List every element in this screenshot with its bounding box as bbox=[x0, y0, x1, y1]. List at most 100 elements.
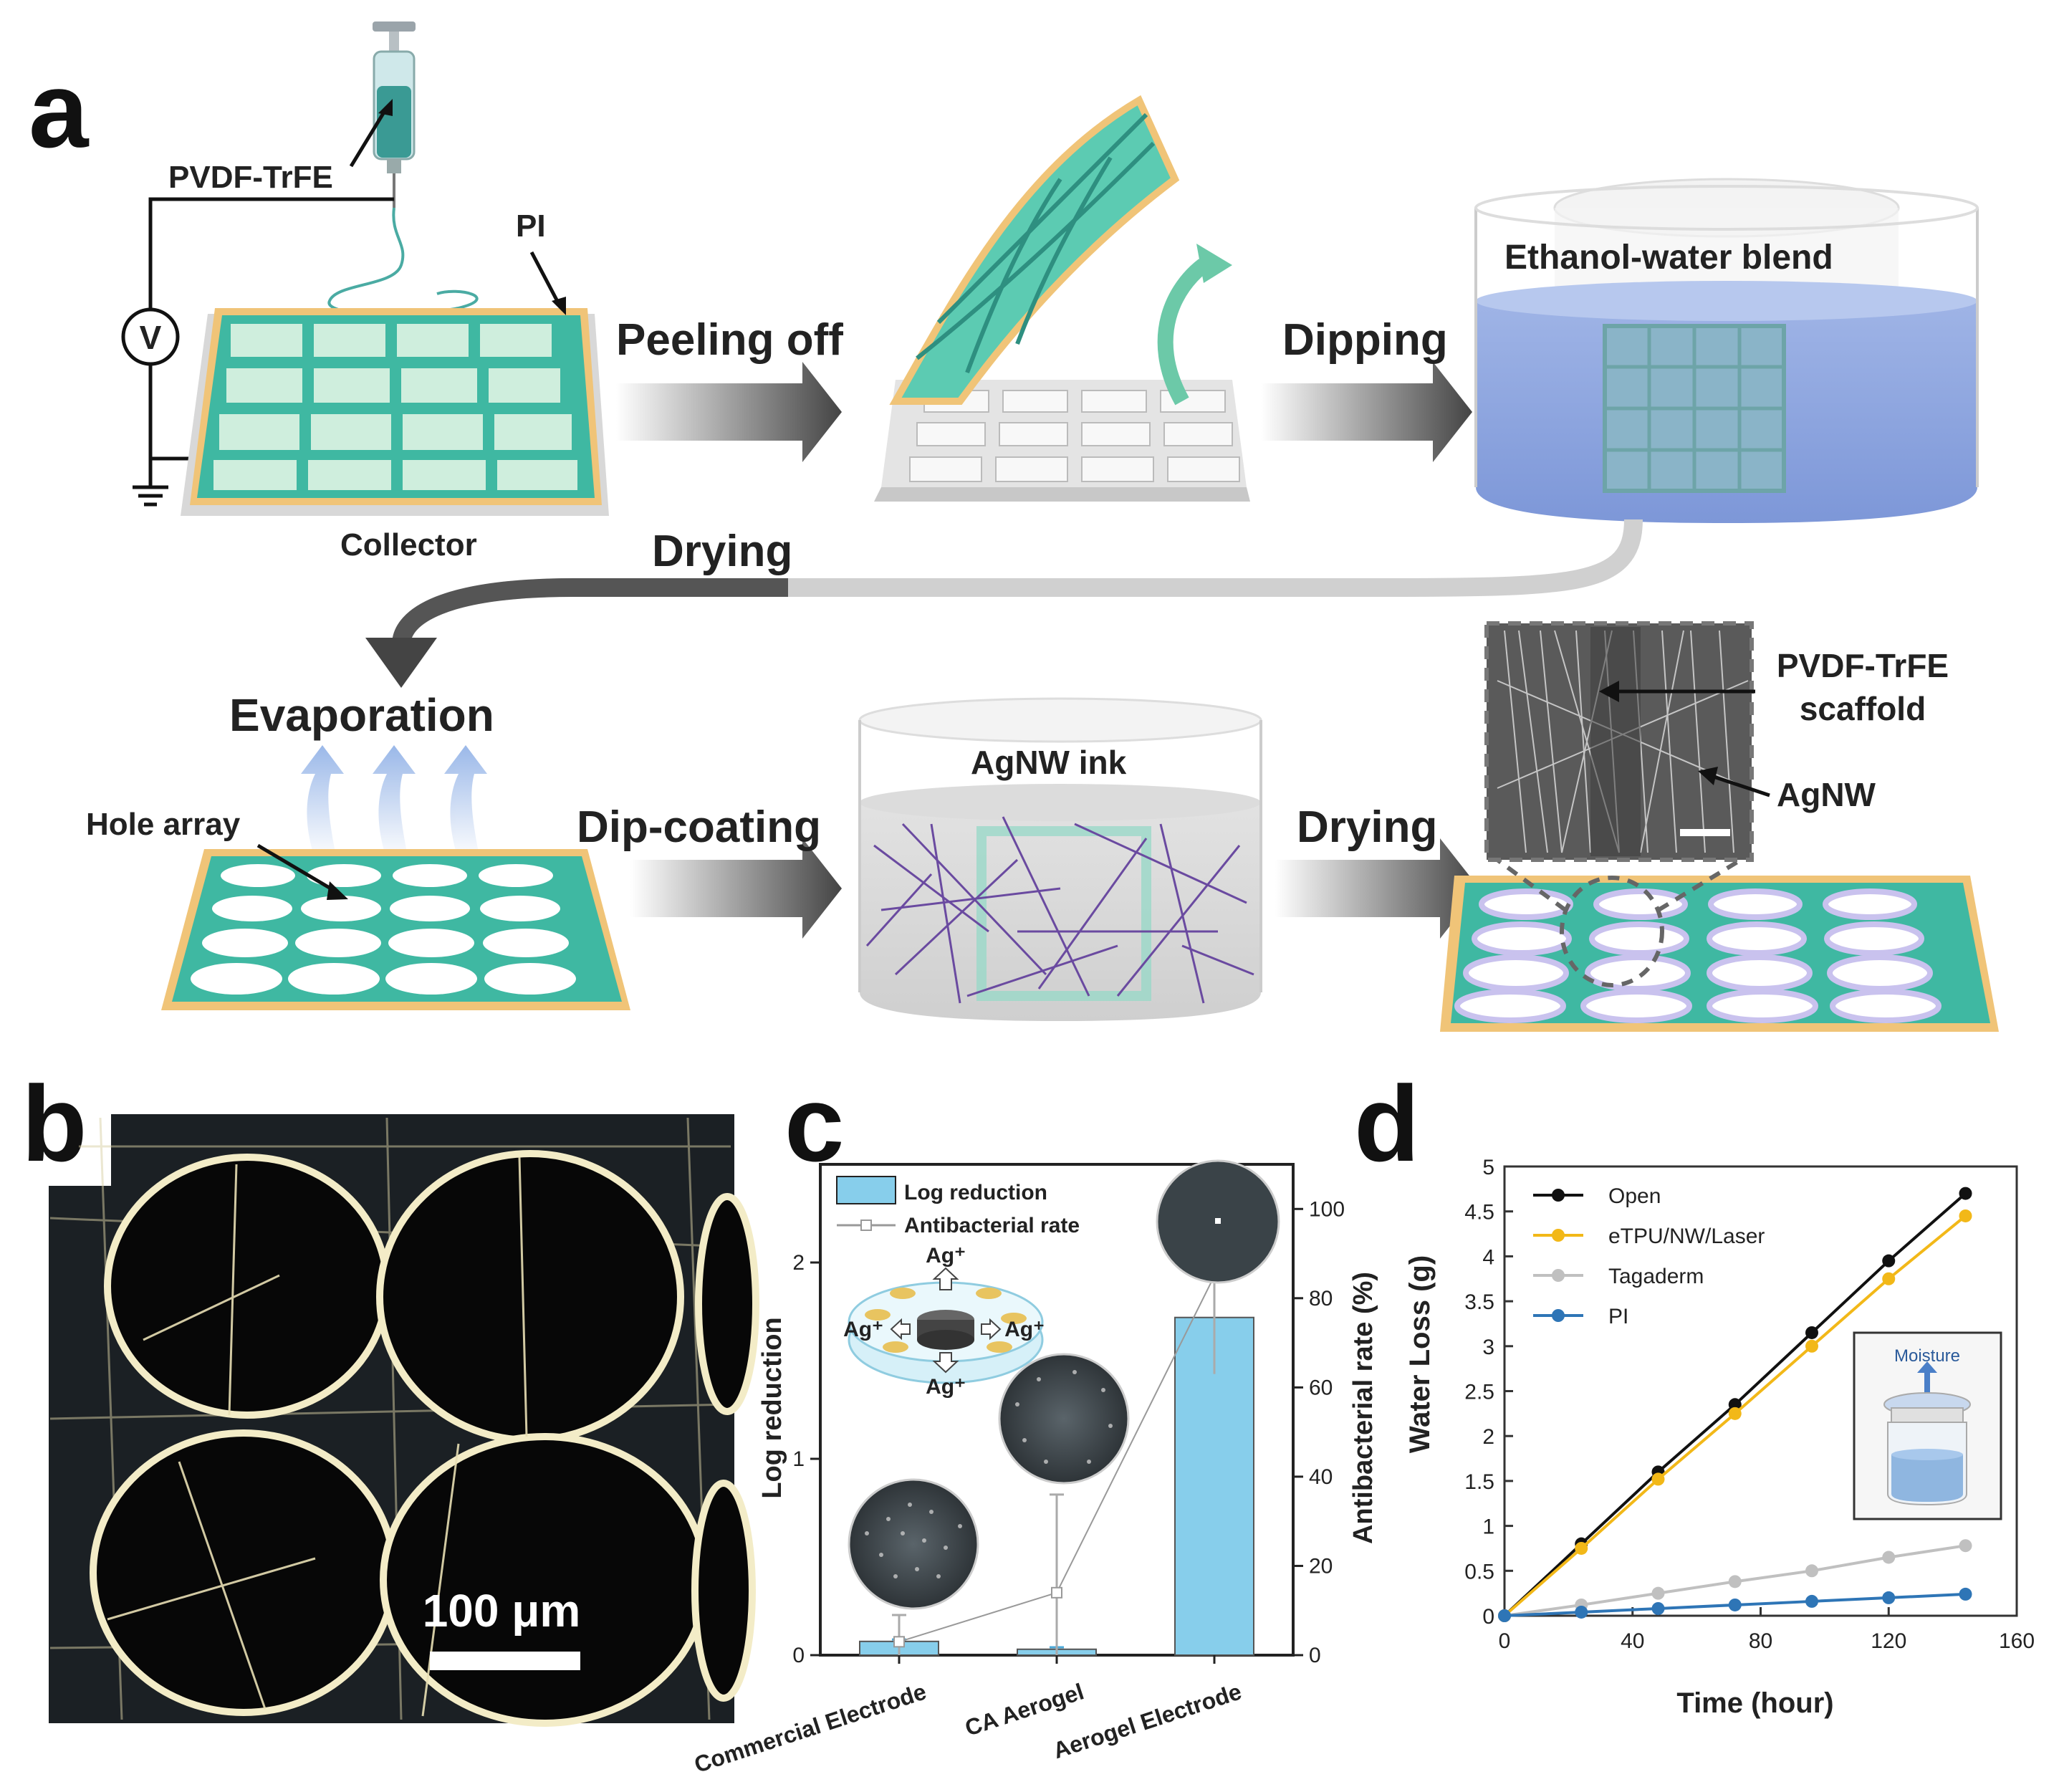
panel-letter-b: b bbox=[21, 1063, 87, 1184]
c-y2tick-label: 40 bbox=[1309, 1465, 1333, 1489]
d-legend-marker-0 bbox=[1552, 1189, 1565, 1202]
return-arrowhead bbox=[365, 638, 437, 688]
beaker-ethanol bbox=[1474, 178, 1979, 523]
d-series-2-point-5 bbox=[1882, 1551, 1896, 1564]
petri-commercial bbox=[848, 1478, 979, 1610]
d-series-3-point-0 bbox=[1498, 1609, 1511, 1622]
label-agnw-ink: AgNW ink bbox=[971, 744, 1127, 781]
d-series-3-point-4 bbox=[1805, 1594, 1818, 1608]
return-path-dark bbox=[392, 578, 788, 646]
label-pvdf-trfe: PVDF-TrFE bbox=[168, 160, 333, 195]
petri-ca-aerogel bbox=[998, 1353, 1130, 1485]
d-ytick-label: 5 bbox=[1482, 1156, 1494, 1179]
c-ytick-label: 0 bbox=[792, 1644, 805, 1667]
d-series-1-point-3 bbox=[1728, 1407, 1742, 1420]
d-ytick-label: 0 bbox=[1482, 1605, 1494, 1629]
d-legend-label-2: Tagaderm bbox=[1608, 1265, 1704, 1288]
micrograph bbox=[49, 1114, 759, 1727]
label-peeling-off: Peeling off bbox=[616, 315, 843, 365]
d-series-3-point-6 bbox=[1959, 1587, 1972, 1601]
c-ytick-label: 1 bbox=[792, 1447, 805, 1471]
d-ytick-label: 1 bbox=[1482, 1515, 1494, 1539]
label-drying-2: Drying bbox=[1297, 802, 1437, 852]
arrow-peeling bbox=[616, 362, 842, 462]
pvdf-pointer bbox=[349, 106, 389, 168]
c-category-label-1: CA Aerogel bbox=[962, 1678, 1088, 1740]
arrow-dipping bbox=[1261, 362, 1472, 462]
d-series-1-point-5 bbox=[1882, 1272, 1896, 1285]
d-ytick-label: 0.5 bbox=[1464, 1560, 1494, 1583]
d-series-1-point-6 bbox=[1959, 1209, 1972, 1222]
label-evaporation: Evaporation bbox=[229, 689, 494, 741]
d-legend-label-0: Open bbox=[1608, 1184, 1661, 1208]
panel-letter-a: a bbox=[29, 49, 90, 170]
d-series-2-point-3 bbox=[1728, 1575, 1742, 1589]
label-drying-1: Drying bbox=[652, 527, 792, 576]
panel-a: a V PVDF-TrFE bbox=[29, 21, 1999, 1032]
d-series-0-point-3 bbox=[1728, 1398, 1742, 1412]
moisture-inset: Moisture bbox=[1853, 1331, 2002, 1520]
fiber-jet bbox=[327, 207, 479, 316]
label-collector: Collector bbox=[340, 527, 477, 562]
arrow-dip-coating bbox=[630, 838, 842, 939]
panel-b: b bbox=[21, 1063, 759, 1727]
scalebar bbox=[430, 1652, 580, 1670]
d-ytick-label: 2.5 bbox=[1464, 1381, 1494, 1404]
d-xtick-label: 40 bbox=[1621, 1629, 1644, 1653]
d-ytick-label: 3.5 bbox=[1464, 1290, 1494, 1314]
hole-array-pointer bbox=[256, 843, 338, 894]
peeled-mesh bbox=[874, 95, 1250, 502]
d-ytick-label: 1.5 bbox=[1464, 1470, 1494, 1494]
scalebar-label: 100 μm bbox=[423, 1585, 581, 1637]
c-y2label: Antibacterial rate (%) bbox=[1348, 1272, 1378, 1544]
d-legend-marker-2 bbox=[1552, 1269, 1565, 1282]
ag-ion-left: Ag⁺ bbox=[843, 1318, 883, 1341]
d-series-3-point-5 bbox=[1882, 1591, 1896, 1604]
c-ytick-label: 2 bbox=[792, 1251, 805, 1275]
sem-inset bbox=[1484, 621, 1754, 862]
d-series-1-point-4 bbox=[1805, 1339, 1818, 1353]
petri-dishes bbox=[848, 1159, 1280, 1610]
d-xtick-label: 160 bbox=[1999, 1629, 2035, 1653]
d-xtick-label: 0 bbox=[1499, 1629, 1511, 1653]
vapor-arrows bbox=[301, 745, 487, 860]
d-ytick-label: 4.5 bbox=[1464, 1201, 1494, 1225]
voltmeter-label: V bbox=[140, 319, 162, 356]
d-series-2-point-4 bbox=[1805, 1564, 1818, 1578]
d-ytick-label: 4 bbox=[1482, 1245, 1494, 1269]
d-xlabel: Time (hour) bbox=[1676, 1687, 1833, 1719]
d-xtick-label: 80 bbox=[1749, 1629, 1772, 1653]
panel-c: c Log reduction Antibacterial rate (%) 0… bbox=[691, 1063, 1378, 1778]
d-legend-marker-1 bbox=[1552, 1229, 1565, 1242]
d-ytick-label: 3 bbox=[1482, 1336, 1494, 1359]
d-series-3-point-2 bbox=[1651, 1601, 1665, 1615]
d-legend-label-1: eTPU/NW/Laser bbox=[1608, 1225, 1765, 1248]
d-series-1-point-2 bbox=[1651, 1472, 1665, 1486]
d-legend-label-3: PI bbox=[1608, 1305, 1628, 1328]
d-xtick-label: 120 bbox=[1871, 1629, 1906, 1653]
ag-release-schematic: Ag⁺ Ag⁺ Ag⁺ Ag⁺ bbox=[843, 1244, 1045, 1399]
c-legend-label-1: Antibacterial rate bbox=[904, 1214, 1080, 1237]
c-legend-swatch-bar bbox=[836, 1176, 896, 1204]
d-series-1-point-1 bbox=[1575, 1541, 1588, 1555]
d-series-3-point-1 bbox=[1575, 1605, 1588, 1619]
d-series-0-point-6 bbox=[1959, 1187, 1972, 1200]
voltage-circuit bbox=[133, 197, 394, 507]
label-dip-coating: Dip-coating bbox=[577, 802, 821, 852]
agnw-pointer bbox=[1704, 772, 1770, 797]
d-series-0-point-5 bbox=[1882, 1254, 1896, 1268]
c-y2tick-label: 0 bbox=[1309, 1644, 1321, 1667]
c-rate-point-0 bbox=[893, 1636, 905, 1648]
c-y2tick-label: 80 bbox=[1309, 1287, 1333, 1311]
coated-grid bbox=[1440, 858, 1999, 1032]
d-series-0-point-4 bbox=[1805, 1326, 1818, 1339]
c-rate-point-1 bbox=[1051, 1586, 1062, 1599]
ag-ion-right: Ag⁺ bbox=[1004, 1318, 1045, 1341]
d-series-2-point-6 bbox=[1959, 1539, 1972, 1553]
d-series-3-point-3 bbox=[1728, 1598, 1742, 1611]
c-y2tick-label: 60 bbox=[1309, 1376, 1333, 1399]
